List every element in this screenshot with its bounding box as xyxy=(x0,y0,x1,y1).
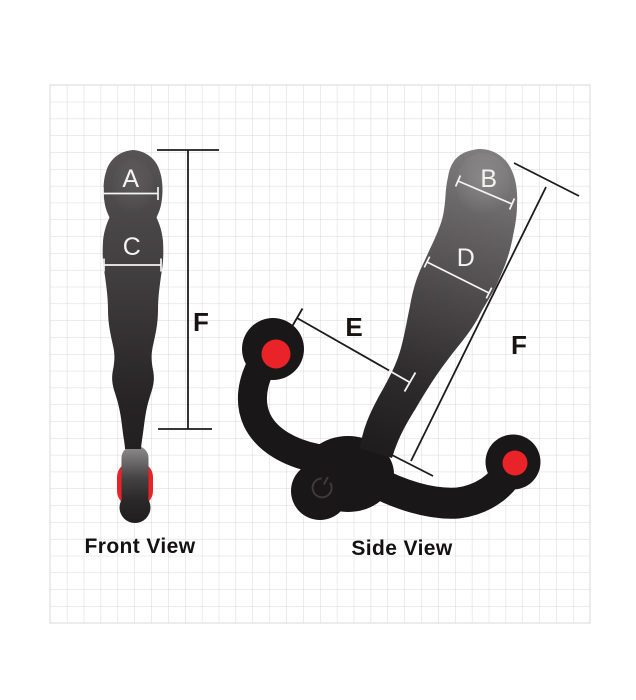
dim-line-d xyxy=(423,256,493,299)
dim-label-f-front: F xyxy=(193,307,209,337)
dim-line-f-front xyxy=(157,149,219,430)
front-device-body xyxy=(102,150,164,449)
power-button-tab xyxy=(291,462,349,520)
dim-line-c xyxy=(103,258,162,272)
red-dot-right xyxy=(502,450,528,476)
dim-label-c: C xyxy=(123,233,142,261)
dim-line-e xyxy=(290,308,391,372)
dim-line-f-side xyxy=(385,162,580,477)
side-device-body xyxy=(360,149,518,458)
dim-label-b: B xyxy=(480,165,497,193)
dim-label-d: D xyxy=(457,244,476,272)
power-icon xyxy=(311,476,333,499)
dim-label-e: E xyxy=(345,312,362,342)
dim-line-b xyxy=(454,175,516,210)
front-tab-body xyxy=(121,446,149,508)
front-tab-tip xyxy=(119,492,151,523)
front-view-group: A C F Front View xyxy=(85,149,219,558)
dim-line-e-on-body xyxy=(388,369,417,392)
front-view-caption: Front View xyxy=(85,535,196,558)
front-head-highlight xyxy=(112,159,154,213)
dim-label-f-side: F xyxy=(511,330,527,360)
dim-label-a: A xyxy=(122,165,139,193)
side-view-caption: Side View xyxy=(351,537,453,560)
side-view-group: B D E F Side View xyxy=(237,149,580,560)
side-head-highlight xyxy=(456,153,510,215)
front-device-tab xyxy=(119,446,151,523)
red-dot-left xyxy=(261,339,291,369)
dim-line-a xyxy=(102,187,159,200)
